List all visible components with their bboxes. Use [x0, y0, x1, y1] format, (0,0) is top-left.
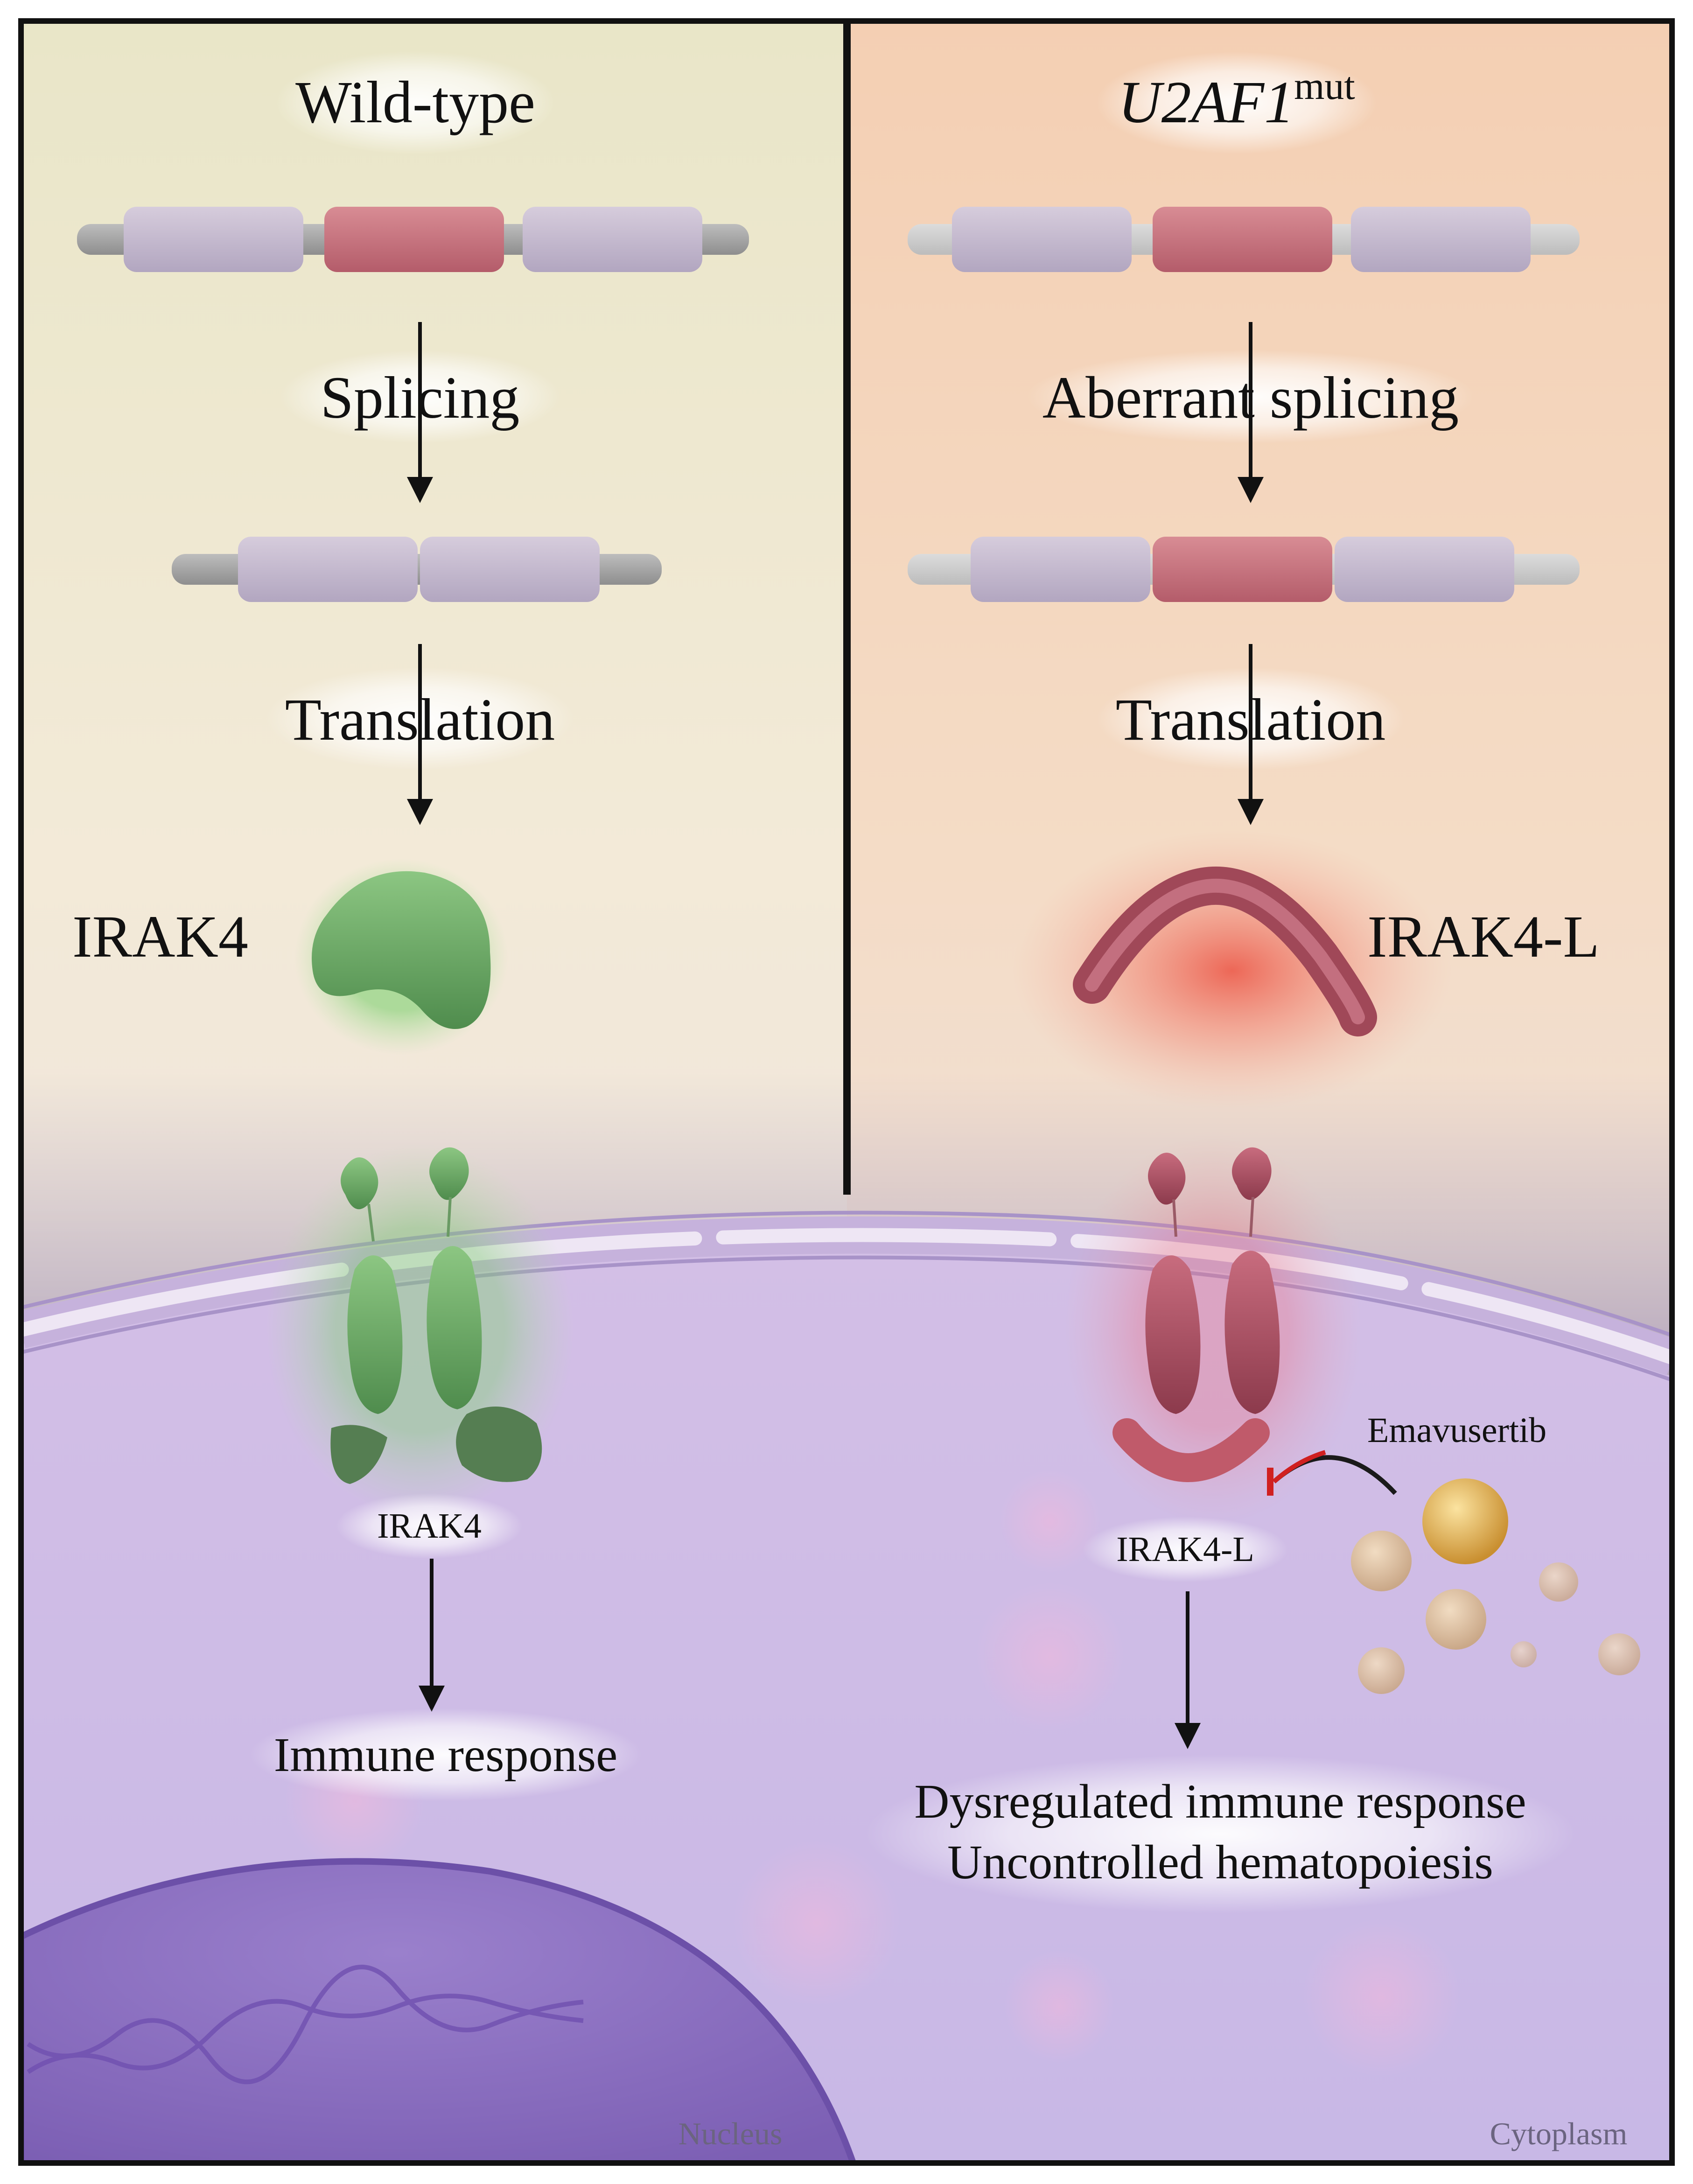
mutant-outcome-line1: Dysregulated immune response	[914, 1775, 1526, 1828]
wild-type-title: Wild-type	[295, 69, 535, 135]
dna-helix-icon	[27, 1965, 584, 2084]
mutant-outcome-line2: Uncontrolled hematopoiesis	[947, 1835, 1493, 1889]
irak4-l-protein-label: IRAK4-L	[1367, 903, 1600, 970]
cytoplasm-label: Cytoplasm	[1490, 2116, 1628, 2151]
irak4-receptor-label: IRAK4	[377, 1506, 482, 1546]
figure-border	[18, 18, 1675, 2166]
irak4-receptor-complex	[266, 1143, 574, 1517]
wild-type-step1-label: Splicing	[321, 364, 520, 431]
irak4-protein-icon	[312, 871, 491, 1029]
mutant-mature-mrna	[908, 537, 1580, 602]
irak4-l-receptor-complex	[1064, 1134, 1363, 1526]
mutant-step1-label: Aberrant splicing	[1042, 364, 1459, 431]
irak4-protein-label: IRAK4	[72, 903, 248, 970]
mutant-panel: U2AF1mut Aberrant splicing Translation I…	[866, 51, 1640, 1913]
cytoplasm-bokeh	[285, 1470, 1461, 2077]
emavusertib-molecules	[1351, 1478, 1640, 1694]
mutant-title: U2AF1mut	[1118, 64, 1355, 135]
wild-type-pre-mrna	[77, 207, 749, 272]
irak4-l-receptor-label: IRAK4-L	[1116, 1530, 1254, 1569]
mutant-title-gene: U2AF1	[1118, 69, 1294, 135]
wild-type-step2-label: Translation	[285, 686, 555, 753]
emavusertib-label: Emavusertib	[1367, 1411, 1546, 1450]
mutant-pre-mrna	[908, 207, 1580, 272]
wild-type-outcome: Immune response	[274, 1728, 617, 1782]
mutant-title-superscript: mut	[1294, 64, 1355, 108]
wild-type-panel: Wild-type Splicing Translation IRAK4	[72, 51, 749, 1801]
nucleus-label: Nucleus	[679, 2116, 783, 2151]
nucleus-region	[21, 1858, 857, 2163]
mutant-step2-label: Translation	[1116, 686, 1385, 753]
wild-type-mature-mrna	[172, 537, 662, 602]
